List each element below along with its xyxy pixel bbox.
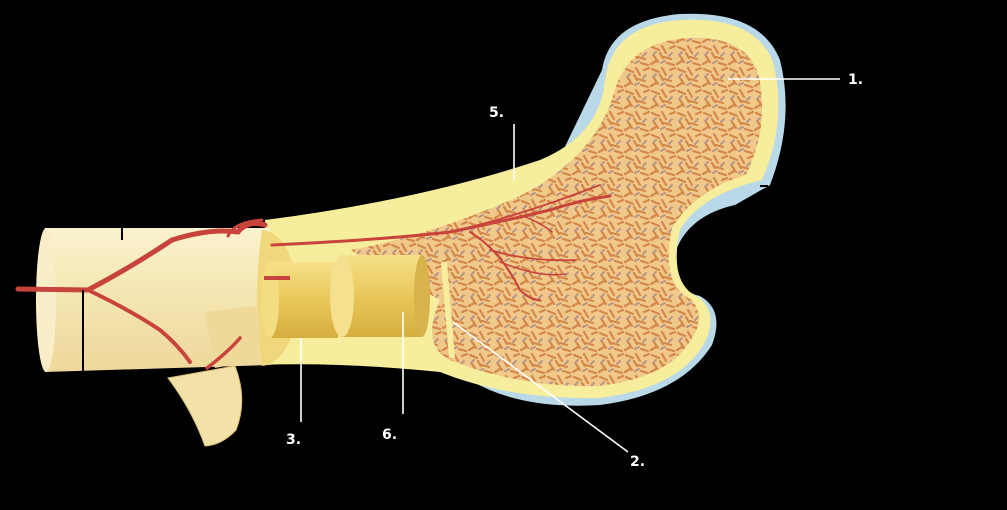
label-5: 5. <box>489 105 504 121</box>
label-6: 6. <box>382 427 397 443</box>
label-2: 2. <box>630 454 645 470</box>
osteon-6-back <box>414 255 430 337</box>
shaft-end-cap <box>36 228 56 372</box>
osteon-6-face <box>330 255 354 337</box>
osteon-3-face <box>261 262 279 338</box>
periosteum-flap <box>168 366 242 446</box>
label-3: 3. <box>286 432 301 448</box>
label-1: 1. <box>848 72 863 88</box>
